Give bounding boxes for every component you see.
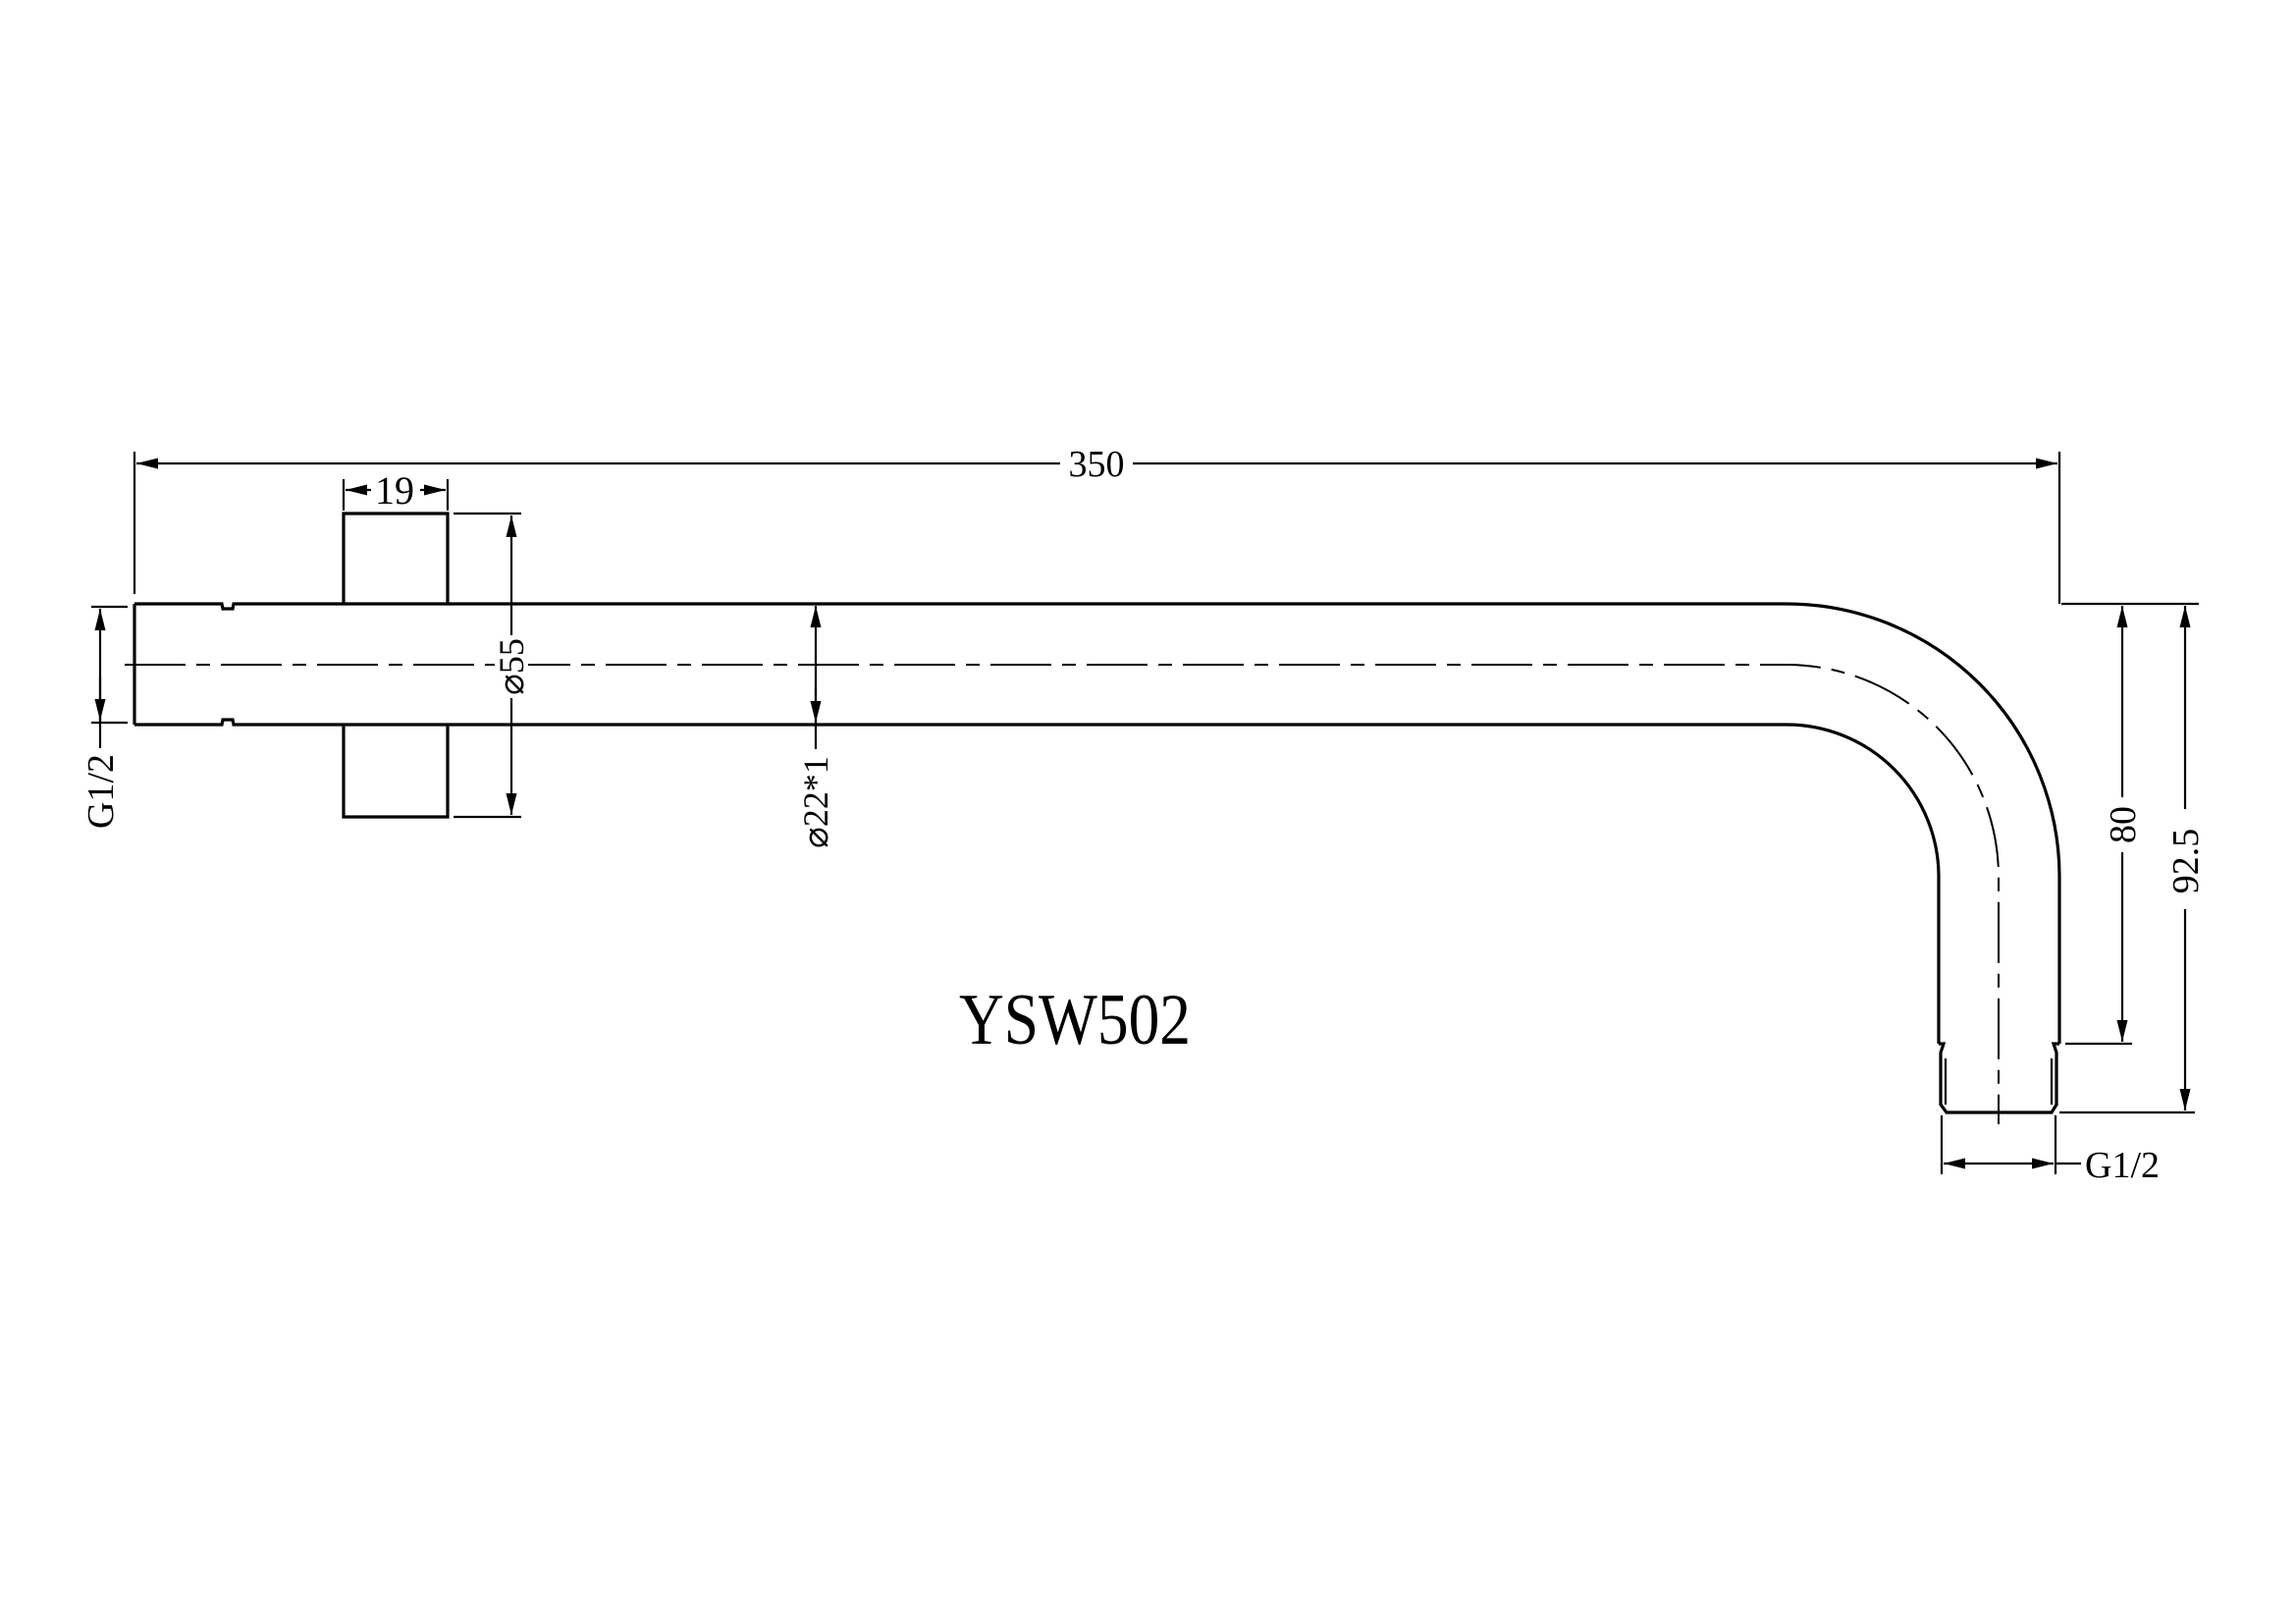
outlet-thread-label: G1/2: [2085, 1145, 2160, 1186]
overall-drop-label: 92.5: [2165, 829, 2207, 894]
dimension-overall-length: 350: [133, 444, 2061, 604]
wall-flange: [342, 512, 450, 819]
dimension-flange-diameter: ⌀55: [454, 512, 531, 819]
dimension-flange-thickness: 19: [342, 468, 450, 513]
dimension-drop-to-step: 80: [2061, 602, 2144, 1046]
dimension-inlet-thread: G1/2: [80, 605, 128, 829]
flange-thickness-label: 19: [375, 468, 414, 513]
flange-diameter-label: ⌀55: [492, 638, 531, 695]
dimension-tube-diameter: ⌀22*1: [796, 606, 835, 848]
model-label: YSW502: [959, 980, 1191, 1060]
centerline: [125, 664, 2000, 1124]
drop-to-step-label: 80: [2103, 806, 2144, 843]
dimension-outlet-thread: G1/2: [1940, 1115, 2160, 1186]
tube-diameter-label: ⌀22*1: [796, 756, 835, 848]
overall-length-label: 350: [1069, 444, 1125, 485]
dimension-overall-drop: 92.5: [2059, 602, 2207, 1114]
inlet-thread-label: G1/2: [80, 754, 122, 829]
